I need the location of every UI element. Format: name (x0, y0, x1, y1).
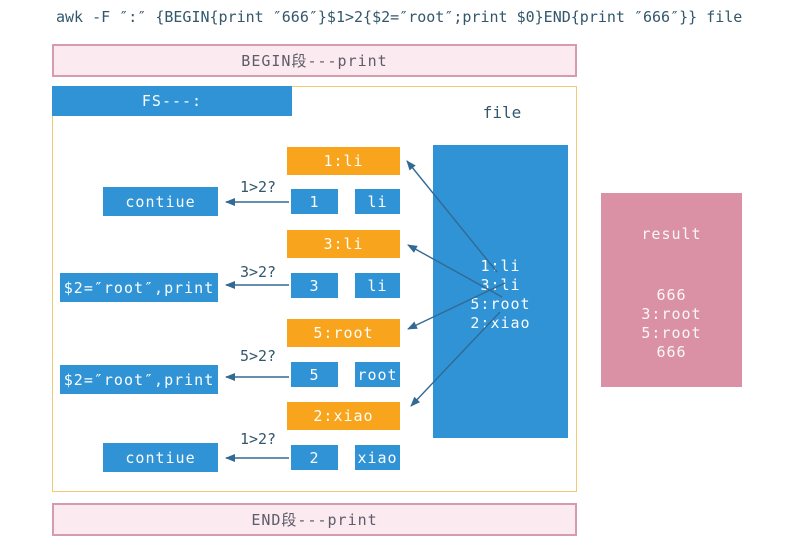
file-line: 3:li (480, 276, 521, 294)
file-line: 2:xiao (470, 314, 531, 332)
record-box: 1:li (287, 147, 400, 175)
action-box: contiue (103, 187, 218, 216)
action-box: $2=″root″,print (60, 365, 218, 394)
field-separator-label: FS---: (141, 92, 203, 110)
field1-box: 1 (291, 189, 338, 214)
record-box: 5:root (287, 319, 400, 347)
action-box: $2=″root″,print (60, 273, 218, 302)
field-separator-box: FS---: (52, 86, 292, 116)
result-line: 666 (656, 343, 687, 361)
end-section-banner: END段---print (52, 503, 577, 536)
result-title: result (641, 225, 702, 243)
file-line: 5:root (470, 295, 531, 313)
end-banner-label: END段---print (251, 511, 378, 529)
condition-label: 5>2? (239, 347, 277, 365)
field2-box: li (355, 273, 400, 298)
action-box: contiue (103, 443, 218, 472)
condition-label: 3>2? (239, 263, 277, 281)
field2-box: root (355, 362, 400, 387)
field2-box: xiao (355, 445, 400, 470)
field2-box: li (355, 189, 400, 214)
record-box: 2:xiao (287, 402, 400, 430)
field1-box: 2 (291, 445, 338, 470)
result-box: result 666 3:root 5:root 666 (601, 193, 742, 387)
condition-label: 1>2? (239, 430, 277, 448)
field1-box: 5 (291, 362, 338, 387)
field1-box: 3 (291, 273, 338, 298)
file-content-lines: 1:li 3:li 5:root 2:xiao (433, 145, 568, 333)
result-line: 666 (656, 286, 687, 304)
result-line: 3:root (641, 305, 702, 323)
result-output-lines: 666 3:root 5:root 666 (601, 286, 742, 362)
file-line: 1:li (480, 257, 521, 275)
awk-command-text: awk -F ″:″ {BEGIN{print ″666″}$1>2{$2=″r… (56, 8, 743, 26)
record-box: 3:li (287, 230, 400, 258)
begin-banner-label: BEGIN段---print (241, 52, 388, 70)
result-line: 5:root (641, 324, 702, 342)
begin-section-banner: BEGIN段---print (52, 44, 577, 77)
condition-label: 1>2? (239, 178, 277, 196)
file-label: file (482, 103, 522, 122)
file-content-box: 1:li 3:li 5:root 2:xiao (433, 145, 568, 438)
